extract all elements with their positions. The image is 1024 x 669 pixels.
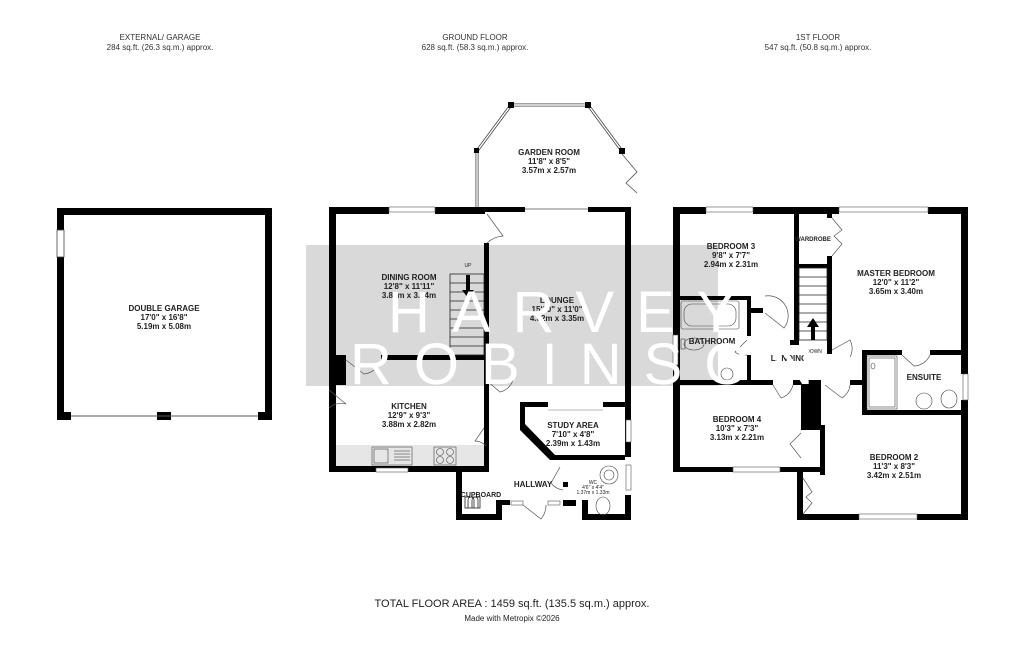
dining-room-imperial: 12'8" x 11'11" xyxy=(384,282,435,291)
kitchen-sink-icon xyxy=(371,446,413,466)
garden-room-bifold-door xyxy=(621,153,638,194)
wc-window xyxy=(625,464,632,491)
ensuite-window xyxy=(962,373,969,401)
garden-room-metric: 3.57m x 2.57m xyxy=(522,166,576,175)
garage-floor-title: EXTERNAL/ GARAGE xyxy=(119,33,201,42)
stairs-up-arrow-icon xyxy=(462,290,474,298)
bedroom3-metric: 2.94m x 2.31m xyxy=(704,260,758,269)
stairs-up-label: UP xyxy=(465,263,473,269)
study-area-label: STUDY AREA xyxy=(547,421,599,430)
kitchen-label: KITCHEN xyxy=(391,402,427,411)
first-floor-doors xyxy=(734,217,931,515)
wc-fittings-icon xyxy=(595,465,619,516)
garden-room-imperial: 11'8" x 8'5" xyxy=(528,157,570,166)
bathroom-fittings-icon xyxy=(680,300,740,381)
bedroom4-window xyxy=(732,466,781,473)
stairs-down-arrow-icon xyxy=(807,318,819,327)
study-area-imperial: 7'10" x 4'8" xyxy=(552,430,595,439)
stairs-down-label: DOWN xyxy=(806,349,822,355)
wc-metric: 1.37m x 1.33m xyxy=(576,490,609,496)
bedroom2-imperial: 11'3" x 8'3" xyxy=(873,462,915,471)
wardrobe-label: WARDROBE xyxy=(795,237,831,243)
master-bedroom-metric: 3.65m x 3.40m xyxy=(869,287,923,296)
bathroom-label: BATHROOM xyxy=(689,337,736,346)
watermark-band xyxy=(306,245,718,318)
ground-floor-header: GROUND FLOOR 628 sq.ft. (58.3 sq.m.) app… xyxy=(375,33,575,53)
bedroom3-window xyxy=(705,206,754,213)
garden-room-label: GARDEN ROOM xyxy=(518,148,580,157)
watermark-line1: HARVEY xyxy=(388,280,757,345)
watermark-line2: ROBINSON xyxy=(350,332,835,397)
bedroom4-label: BEDROOM 4 xyxy=(713,415,762,424)
ground-floor-walls xyxy=(329,207,631,520)
kitchen-window xyxy=(375,467,409,473)
bedroom2-window xyxy=(858,513,918,520)
dining-room-window xyxy=(388,206,436,213)
bedroom2-metric: 3.42m x 2.51m xyxy=(867,471,921,480)
ground-floor-doors xyxy=(328,213,564,520)
garage-window xyxy=(56,229,65,258)
dining-room-metric: 3.86m x 3.64m xyxy=(382,291,436,300)
total-floor-area: TOTAL FLOOR AREA : 1459 sq.ft. (135.5 sq… xyxy=(374,598,650,610)
kitchen-worktop xyxy=(336,445,484,466)
wc-imperial: 4'6" x 4'4" xyxy=(582,485,604,491)
lounge-label: LOUNGE xyxy=(540,296,575,305)
hallway-label: HALLWAY xyxy=(514,480,553,489)
master-bedroom-window xyxy=(838,206,929,213)
garage-floor-area: 284 sq.ft. (26.3 sq.m.) approx. xyxy=(106,43,214,52)
garage-floor-header: EXTERNAL/ GARAGE 284 sq.ft. (26.3 sq.m.)… xyxy=(60,33,260,53)
double-garage-imperial: 17'0" x 16'8" xyxy=(141,313,188,322)
lounge-metric: 4.82m x 3.35m xyxy=(530,314,584,323)
lounge-imperial: 15'10" x 11'0" xyxy=(532,305,583,314)
hallway-window-right xyxy=(547,500,561,506)
kitchen-metric: 3.88m x 2.82m xyxy=(382,420,436,429)
first-floor-header: 1ST FLOOR 547 sq.ft. (50.8 sq.m.) approx… xyxy=(718,33,918,53)
hallway-window-left xyxy=(510,500,524,506)
ground-floor-title: GROUND FLOOR xyxy=(442,33,508,42)
bedroom4-metric: 3.13m x 2.21m xyxy=(710,433,764,442)
bedroom4-imperial: 10'3" x 7'3" xyxy=(716,424,759,433)
double-garage-metric: 5.19m x 5.08m xyxy=(137,322,191,331)
dining-room-label: DINING ROOM xyxy=(381,273,436,282)
bedroom3-imperial: 9'8" x 7'7" xyxy=(712,251,750,260)
cupboard-label: CUPBOARD xyxy=(461,492,501,499)
ground-floor-area: 628 sq.ft. (58.3 sq.m.) approx. xyxy=(421,43,529,52)
ensuite-label: ENSUITE xyxy=(907,373,942,382)
master-bedroom-imperial: 12'0" x 11'2" xyxy=(873,278,920,287)
study-area-metric: 2.39m x 1.43m xyxy=(546,439,600,448)
made-with-credit: Made with Metropix ©2026 xyxy=(464,614,560,623)
kitchen-hob-icon xyxy=(433,446,457,466)
kitchen-imperial: 12'9" x 9'3" xyxy=(388,411,431,420)
first-floor-title: 1ST FLOOR xyxy=(795,33,841,42)
bedroom2-label: BEDROOM 2 xyxy=(870,453,919,462)
double-garage-label: DOUBLE GARAGE xyxy=(128,304,200,313)
landing-label: LANDING xyxy=(771,354,807,363)
bedroom3-label: BEDROOM 3 xyxy=(707,242,756,251)
study-window xyxy=(625,419,632,443)
ensuite-fittings-icon xyxy=(866,355,958,410)
watermark-band-lower xyxy=(306,318,718,386)
master-bedroom-label: MASTER BEDROOM xyxy=(857,269,935,278)
first-floor-area: 547 sq.ft. (50.8 sq.m.) approx. xyxy=(764,43,872,52)
wc-label: WC xyxy=(589,480,598,486)
bathroom-window xyxy=(672,334,679,366)
boiler-icon xyxy=(464,496,481,509)
